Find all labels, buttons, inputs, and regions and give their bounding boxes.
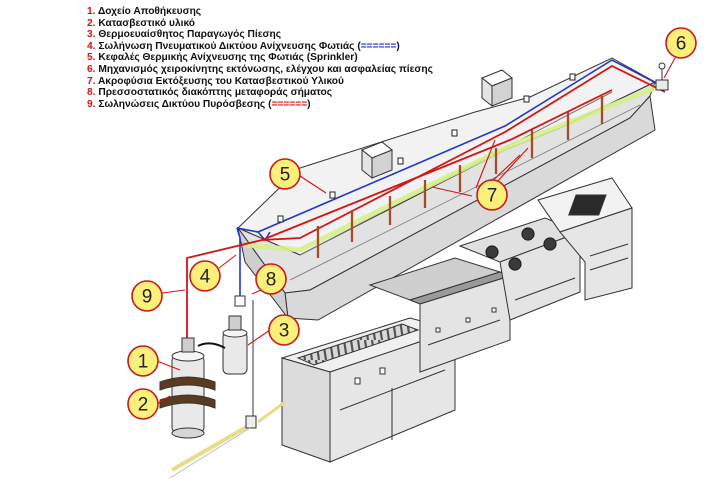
legend-number: 8. (87, 87, 96, 99)
legend-number: 2. (87, 17, 96, 29)
suppression-pipe-network (186, 64, 666, 340)
detection-glow (244, 85, 656, 253)
svg-text:3: 3 (279, 321, 290, 342)
legend-text: Πρεσσοστατικός διακόπτης μεταφοράς σήματ… (98, 87, 333, 99)
legend-text: Κατασβεστικό υλικό (98, 17, 196, 29)
signal-cable (169, 300, 286, 479)
pressure-generator (197, 295, 248, 375)
callout-5: 5 (269, 158, 301, 190)
legend-pipe-code: ====== (360, 40, 397, 52)
legend-item-8: 8. Πρεσσοστατικός διακόπτης μεταφοράς σή… (87, 87, 433, 99)
legend-number: 6. (87, 63, 96, 75)
legend-number: 3. (87, 29, 96, 41)
svg-text:5: 5 (280, 165, 291, 186)
legend-item-5: 5. Κεφαλές Θερμικής Ανίχνευσης της Φωτιά… (87, 52, 433, 64)
svg-text:4: 4 (200, 267, 211, 288)
svg-text:8: 8 (266, 270, 277, 291)
svg-text:6: 6 (676, 34, 687, 55)
legend-number: 5. (87, 52, 96, 64)
burners (485, 227, 557, 271)
legend-number: 1. (87, 6, 96, 17)
callout-1: 1 (127, 345, 159, 377)
callout-6: 6 (665, 27, 697, 59)
manual-release-valve (655, 62, 669, 91)
callout-9: 9 (131, 280, 163, 312)
legend-item-7: 7. Ακροφύσια Εκτόξευσης του Κατασβεστικο… (87, 76, 433, 88)
callout-4: 4 (189, 260, 221, 292)
legend-pipe-code: ====== (271, 98, 308, 110)
legend-text: Ακροφύσια Εκτόξευσης του Κατασβεστικού Υ… (97, 75, 344, 87)
legend-number: 9. (87, 98, 96, 110)
callout-7: 7 (476, 179, 508, 211)
legend-text: Θερμοευαίσθητος Παραγωγός Πίεσης (98, 29, 282, 41)
storage-container (159, 337, 216, 439)
legend-number: 4. (87, 40, 96, 52)
legend-number: 7. (87, 75, 96, 87)
callout-2: 2 (127, 388, 159, 420)
legend-text: Μηχανισμός χειροκίνητης εκτόνωσης, ελέγχ… (98, 63, 433, 75)
legend-text: Σωλήνωση Πνευματικού Δικτύου Ανίχνευσης … (98, 40, 355, 52)
callout-8: 8 (255, 263, 287, 295)
svg-text:2: 2 (138, 395, 149, 416)
detection-boxes (361, 69, 513, 180)
legend-item-1: 1. Δοχείο Αποθήκευσης (87, 6, 433, 18)
callout-3: 3 (268, 314, 300, 346)
nozzles (316, 96, 604, 258)
kitchen-equipment (280, 177, 633, 463)
legend-item-9: 9. Σωληνώσεις Δικτύου Πυρόσβεσης (======… (87, 98, 311, 110)
legend-text: Κεφαλές Θερμικής Ανίχνευσης της Φωτιάς (… (98, 52, 358, 64)
svg-text:1: 1 (138, 352, 149, 373)
legend-item-6: 6. Μηχανισμός χειροκίνητης εκτόνωσης, ελ… (87, 64, 433, 76)
legend-item-3: 3. Θερμοευαίσθητος Παραγωγός Πίεσης (87, 29, 433, 41)
svg-text:9: 9 (142, 287, 153, 308)
svg-text:7: 7 (487, 186, 498, 207)
legend-item-4: 4. Σωλήνωση Πνευματικού Δικτύου Ανίχνευσ… (87, 40, 400, 52)
legend-text: Σωληνώσεις Δικτύου Πυρόσβεσης (98, 98, 266, 110)
legend-item-2: 2. Κατασβεστικό υλικό (87, 18, 433, 30)
legend-text: Δοχείο Αποθήκευσης (97, 6, 202, 17)
sprinkler-heads (277, 73, 576, 223)
